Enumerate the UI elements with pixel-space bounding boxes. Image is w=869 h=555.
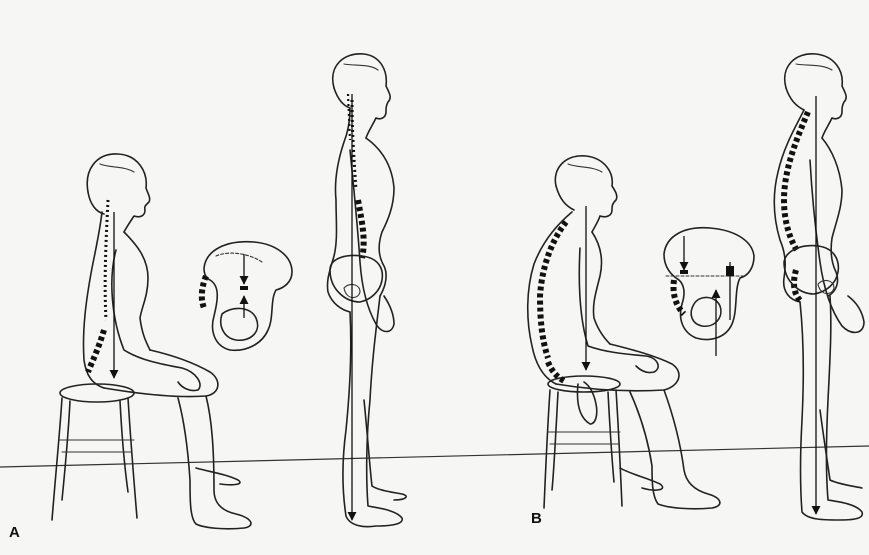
floor-line: [0, 446, 869, 467]
pelvis-detail-b: [664, 228, 754, 356]
stool-b: [544, 376, 622, 508]
panel-label-a: A: [9, 524, 20, 541]
panel-a-standing-figure: [327, 54, 406, 527]
panel-b-standing-figure: [774, 54, 864, 520]
spine-curve-b: [540, 222, 566, 358]
panel-label-b: B: [531, 510, 542, 527]
spine-curve-a: [88, 330, 104, 372]
spine-curve-b-standing: [784, 112, 808, 252]
stool-a: [52, 384, 137, 520]
pelvis-detail-a: [202, 242, 292, 351]
panel-a-seated-figure: [52, 154, 251, 529]
panel-b-seated-figure: [528, 156, 720, 509]
